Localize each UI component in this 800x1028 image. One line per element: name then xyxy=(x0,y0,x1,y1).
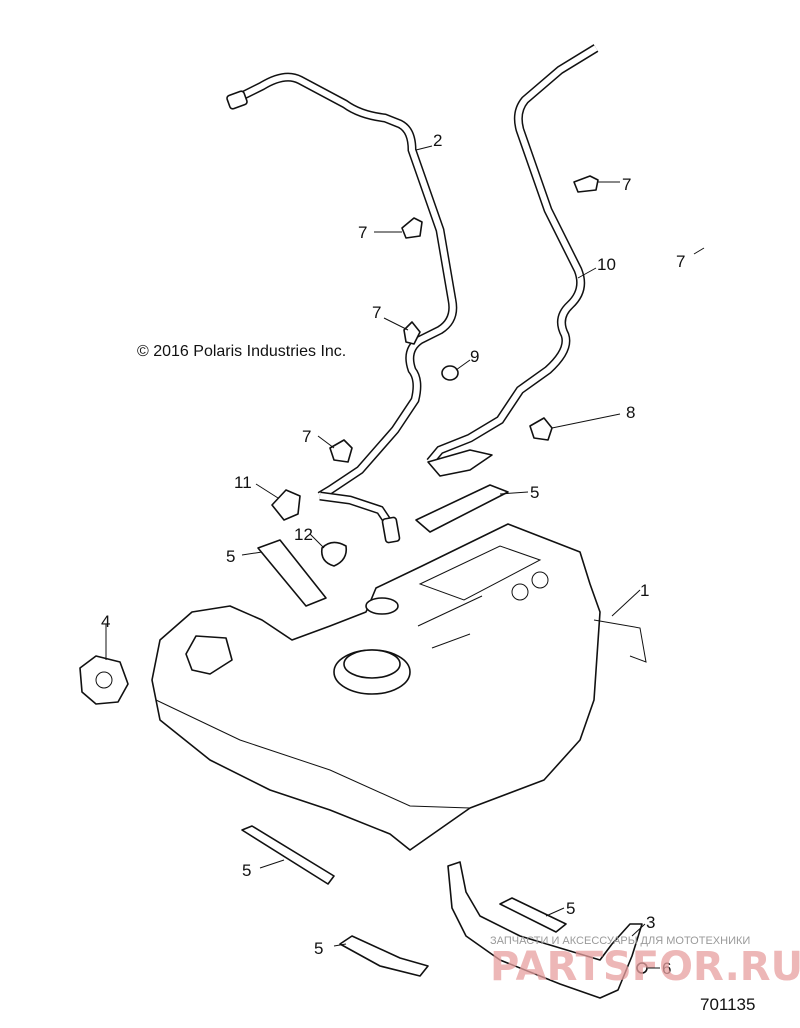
leader-lines xyxy=(105,145,705,969)
clip-7-a xyxy=(401,217,423,239)
clip-7-c xyxy=(329,439,353,463)
callout-12: 12 xyxy=(294,525,313,544)
copyright-text: © 2016 Polaris Industries Inc. xyxy=(137,343,346,360)
callout-7: 7 xyxy=(302,427,311,446)
callout-5: 5 xyxy=(314,939,323,958)
pad-5-e xyxy=(339,935,429,977)
callout-6: 7 xyxy=(372,303,381,322)
clip-7-b xyxy=(573,175,599,193)
callout-7: 7 xyxy=(358,223,367,242)
callout-9: 9 xyxy=(470,347,479,366)
callout-5: 5 xyxy=(530,483,539,502)
watermark-logo: PARTSFOR.RU xyxy=(490,944,800,990)
callout-7: 7 xyxy=(676,252,685,271)
clamp-9 xyxy=(441,365,459,381)
clip-6 xyxy=(403,321,421,345)
fuel-tank-1 xyxy=(151,523,647,851)
bracket-3 xyxy=(447,861,643,999)
callout-11: 11 xyxy=(234,473,252,492)
callout-1: 1 xyxy=(640,581,649,600)
callout-4: 4 xyxy=(101,612,110,631)
pad-5-c xyxy=(241,825,335,885)
o-ring-12 xyxy=(320,541,348,567)
pad-5-a xyxy=(415,484,509,533)
pad-5-d xyxy=(499,897,567,933)
watermark-tagline: ЗАПЧАСТИ И АКСЕССУАРЫ ДЛЯ МОТОТЕХНИКИ xyxy=(490,935,750,947)
pad-5-b xyxy=(257,539,327,607)
reference-number: 701135 xyxy=(700,995,755,1014)
hose-2 xyxy=(226,72,458,544)
callout-10: 10 xyxy=(597,255,616,274)
callout-7: 7 xyxy=(622,175,631,194)
fuel-cap-4 xyxy=(79,655,129,705)
clip-7-d xyxy=(529,417,553,441)
callout-5: 5 xyxy=(226,547,235,566)
screw-8 xyxy=(636,962,648,974)
callout-7: 8 xyxy=(626,403,635,422)
valve-11 xyxy=(271,489,301,521)
callout-5: 5 xyxy=(242,861,251,880)
hose-10 xyxy=(426,44,599,477)
callout-8: 6 xyxy=(662,959,671,978)
callout-5: 5 xyxy=(566,899,575,918)
callout-3: 3 xyxy=(646,913,655,932)
callout-2: 2 xyxy=(433,131,442,150)
